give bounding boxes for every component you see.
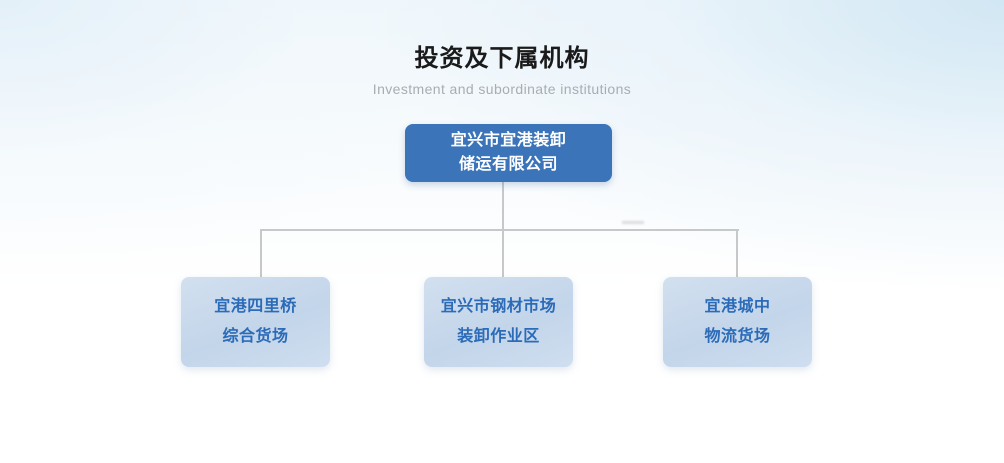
page-title: 投资及下属机构 (414, 45, 590, 72)
connector-trunk-vertical (502, 182, 504, 230)
connector-artifact (622, 221, 644, 224)
root-node[interactable]: 宜兴市宜港装卸 储运有限公司 (405, 124, 612, 182)
root-node-line-2: 储运有限公司 (458, 156, 558, 173)
child-node-siliqiao-line-2: 综合货场 (222, 328, 289, 345)
child-node-steel-market[interactable]: 宜兴市钢材市场 装卸作业区 (424, 277, 573, 367)
child-node-chengzhong-line-2: 物流货场 (704, 328, 771, 345)
connector-horizontal-bar (261, 229, 739, 231)
connector-drop-right (736, 229, 738, 278)
root-node-line-1: 宜兴市宜港装卸 (450, 132, 567, 149)
page-heading: 投资及下属机构 Investment and subordinate insti… (0, 44, 1004, 98)
connector-drop-middle (502, 229, 504, 278)
child-node-steel-market-line-1: 宜兴市钢材市场 (440, 298, 557, 315)
child-node-chengzhong[interactable]: 宜港城中 物流货场 (663, 277, 812, 367)
child-node-siliqiao[interactable]: 宜港四里桥 综合货场 (181, 277, 330, 367)
child-node-siliqiao-line-1: 宜港四里桥 (214, 298, 297, 315)
page-subtitle: Investment and subordinate institutions (372, 81, 632, 97)
child-node-chengzhong-line-1: 宜港城中 (704, 298, 771, 315)
child-node-steel-market-line-2: 装卸作业区 (457, 328, 540, 345)
connector-drop-left (260, 229, 262, 278)
